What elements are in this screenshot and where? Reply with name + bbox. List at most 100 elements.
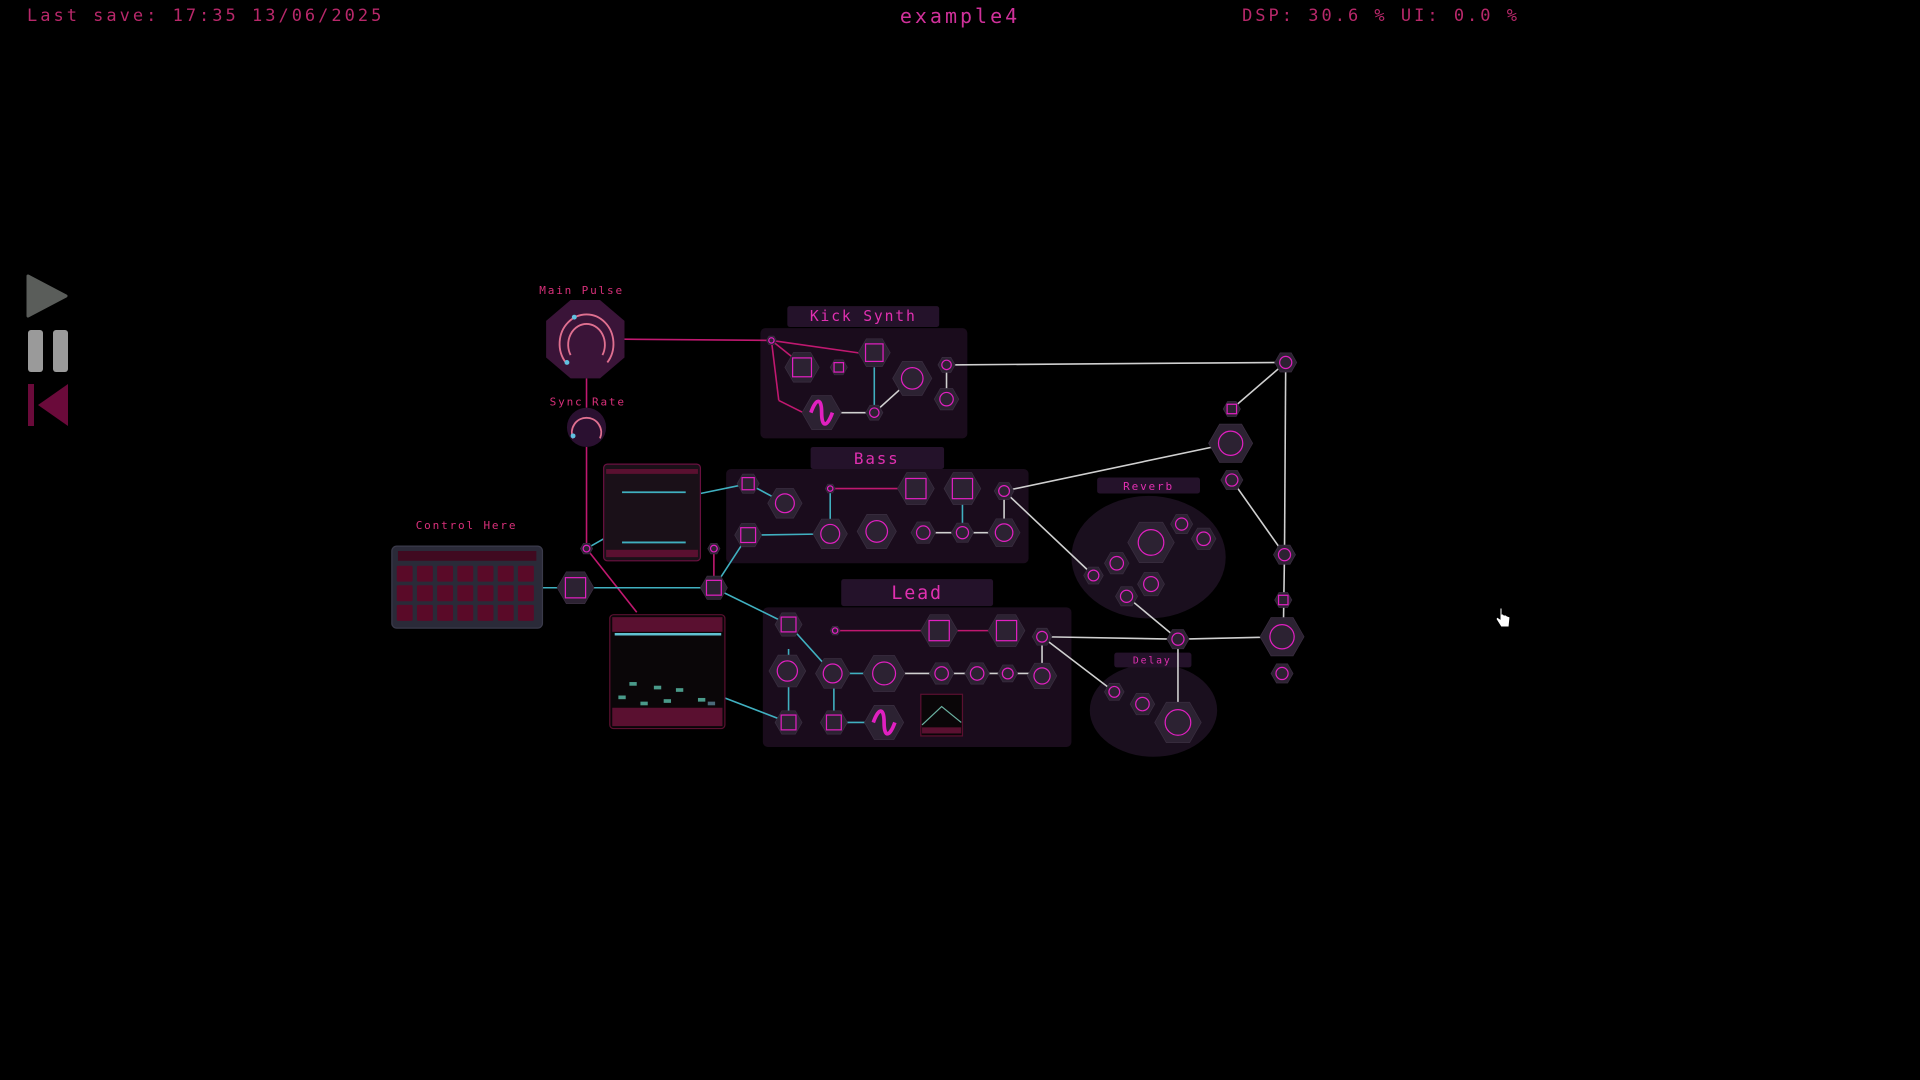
pad-key[interactable] — [517, 585, 534, 602]
pad-key[interactable] — [477, 565, 494, 582]
kick-synth-header[interactable] — [787, 306, 940, 327]
gain-node[interactable] — [951, 522, 974, 543]
patch-cable[interactable] — [1283, 362, 1287, 555]
math-node[interactable] — [774, 612, 803, 637]
output-node[interactable] — [1274, 352, 1298, 373]
meter-node[interactable] — [1222, 401, 1241, 417]
bass-header[interactable] — [810, 446, 945, 469]
envelope-node[interactable] — [987, 614, 1026, 647]
clock-node[interactable] — [556, 571, 595, 605]
math-node[interactable] — [734, 523, 763, 548]
pad-key[interactable] — [457, 585, 474, 602]
math-node[interactable] — [699, 575, 728, 600]
level-node[interactable] — [928, 662, 955, 685]
output-node[interactable] — [1220, 470, 1244, 490]
math-node[interactable] — [774, 710, 803, 735]
pad-key[interactable] — [437, 585, 454, 602]
skip-back-button[interactable] — [26, 384, 70, 428]
mixer-node[interactable] — [767, 488, 803, 519]
patch-cable[interactable] — [713, 587, 789, 626]
output-node[interactable] — [1270, 663, 1294, 684]
trigger-node[interactable] — [579, 542, 594, 555]
filter-node[interactable] — [892, 360, 933, 396]
eq-node[interactable] — [812, 518, 848, 550]
level-node[interactable] — [910, 521, 936, 544]
envelope-node[interactable] — [920, 614, 958, 647]
pad-key[interactable] — [457, 565, 474, 582]
pause-button[interactable] — [26, 330, 70, 374]
delay-node[interactable] — [1154, 701, 1202, 744]
patch-cable[interactable] — [1126, 595, 1179, 640]
filter-node[interactable] — [1259, 617, 1305, 657]
math-node[interactable] — [819, 710, 848, 735]
math-node[interactable] — [736, 473, 760, 494]
gain-node[interactable] — [1166, 629, 1190, 650]
envelope-node[interactable] — [857, 338, 891, 367]
gain-node[interactable] — [865, 404, 884, 421]
gain-node[interactable] — [1031, 627, 1053, 646]
patch-cable[interactable] — [1231, 361, 1287, 410]
gain-node[interactable] — [1104, 683, 1125, 701]
pad-key[interactable] — [517, 604, 534, 621]
pad-key[interactable] — [416, 565, 433, 582]
envelope-node[interactable] — [897, 472, 935, 505]
gain-node[interactable] — [1170, 514, 1194, 534]
pad-key[interactable] — [437, 565, 454, 582]
output-node[interactable] — [1191, 527, 1217, 550]
sync-rate-knob[interactable] — [566, 407, 607, 447]
reverb-header[interactable] — [1097, 477, 1200, 494]
pad-key[interactable] — [497, 585, 514, 602]
pad-key[interactable] — [437, 604, 454, 621]
pad-key[interactable] — [416, 585, 433, 602]
eq-node[interactable] — [815, 658, 851, 689]
delay-header[interactable] — [1114, 652, 1192, 668]
sine-oscillator-node[interactable] — [864, 705, 905, 740]
main-pulse-knob[interactable] — [546, 300, 625, 379]
pad-key[interactable] — [477, 585, 494, 602]
envelope-node[interactable] — [784, 352, 820, 383]
gain-node[interactable] — [993, 482, 1015, 500]
patch-cable[interactable] — [1231, 479, 1286, 556]
mixer-node[interactable] — [768, 654, 807, 688]
piano-roll[interactable] — [609, 614, 726, 730]
level-node[interactable] — [1129, 693, 1156, 716]
patch-cable[interactable] — [1042, 635, 1178, 640]
patch-cable[interactable] — [1003, 490, 1095, 577]
pad-key[interactable] — [497, 604, 514, 621]
pad-key[interactable] — [416, 604, 433, 621]
level-node[interactable] — [933, 388, 960, 411]
play-button[interactable] — [26, 274, 70, 318]
trigger-node[interactable] — [707, 542, 721, 555]
level-node[interactable] — [1137, 572, 1165, 597]
pad-key[interactable] — [396, 604, 413, 621]
sine-oscillator-node[interactable] — [801, 395, 842, 431]
reverb-node[interactable] — [1127, 521, 1175, 564]
gain-node[interactable] — [1273, 544, 1296, 565]
filter-node[interactable] — [1026, 662, 1058, 690]
pad-key[interactable] — [477, 604, 494, 621]
gain-node[interactable] — [937, 357, 956, 373]
envelope-node[interactable] — [943, 472, 982, 505]
patch-cable[interactable] — [1041, 636, 1115, 693]
patch-cable[interactable] — [585, 548, 638, 613]
filter-node[interactable] — [1208, 423, 1254, 463]
trigger-node[interactable] — [766, 335, 777, 346]
pad-key[interactable] — [517, 565, 534, 582]
pad-key[interactable] — [497, 565, 514, 582]
lead-header[interactable] — [841, 579, 994, 607]
pad-key[interactable] — [396, 565, 413, 582]
patch-cable[interactable] — [1003, 442, 1231, 492]
filter-node[interactable] — [987, 518, 1021, 547]
gain-node[interactable] — [1115, 586, 1138, 607]
pad-key[interactable] — [457, 604, 474, 621]
gain-node[interactable] — [997, 664, 1018, 683]
wavetable-oscillator-node[interactable] — [862, 655, 906, 692]
step-sequencer[interactable] — [603, 463, 702, 562]
patch-cable[interactable] — [778, 399, 804, 414]
math-node[interactable] — [829, 359, 848, 376]
patch-cable[interactable] — [624, 338, 772, 342]
control-keypad[interactable] — [391, 545, 544, 629]
patch-cable[interactable] — [771, 339, 875, 356]
meter-node[interactable] — [1274, 592, 1293, 608]
gain-node[interactable] — [1083, 566, 1104, 585]
